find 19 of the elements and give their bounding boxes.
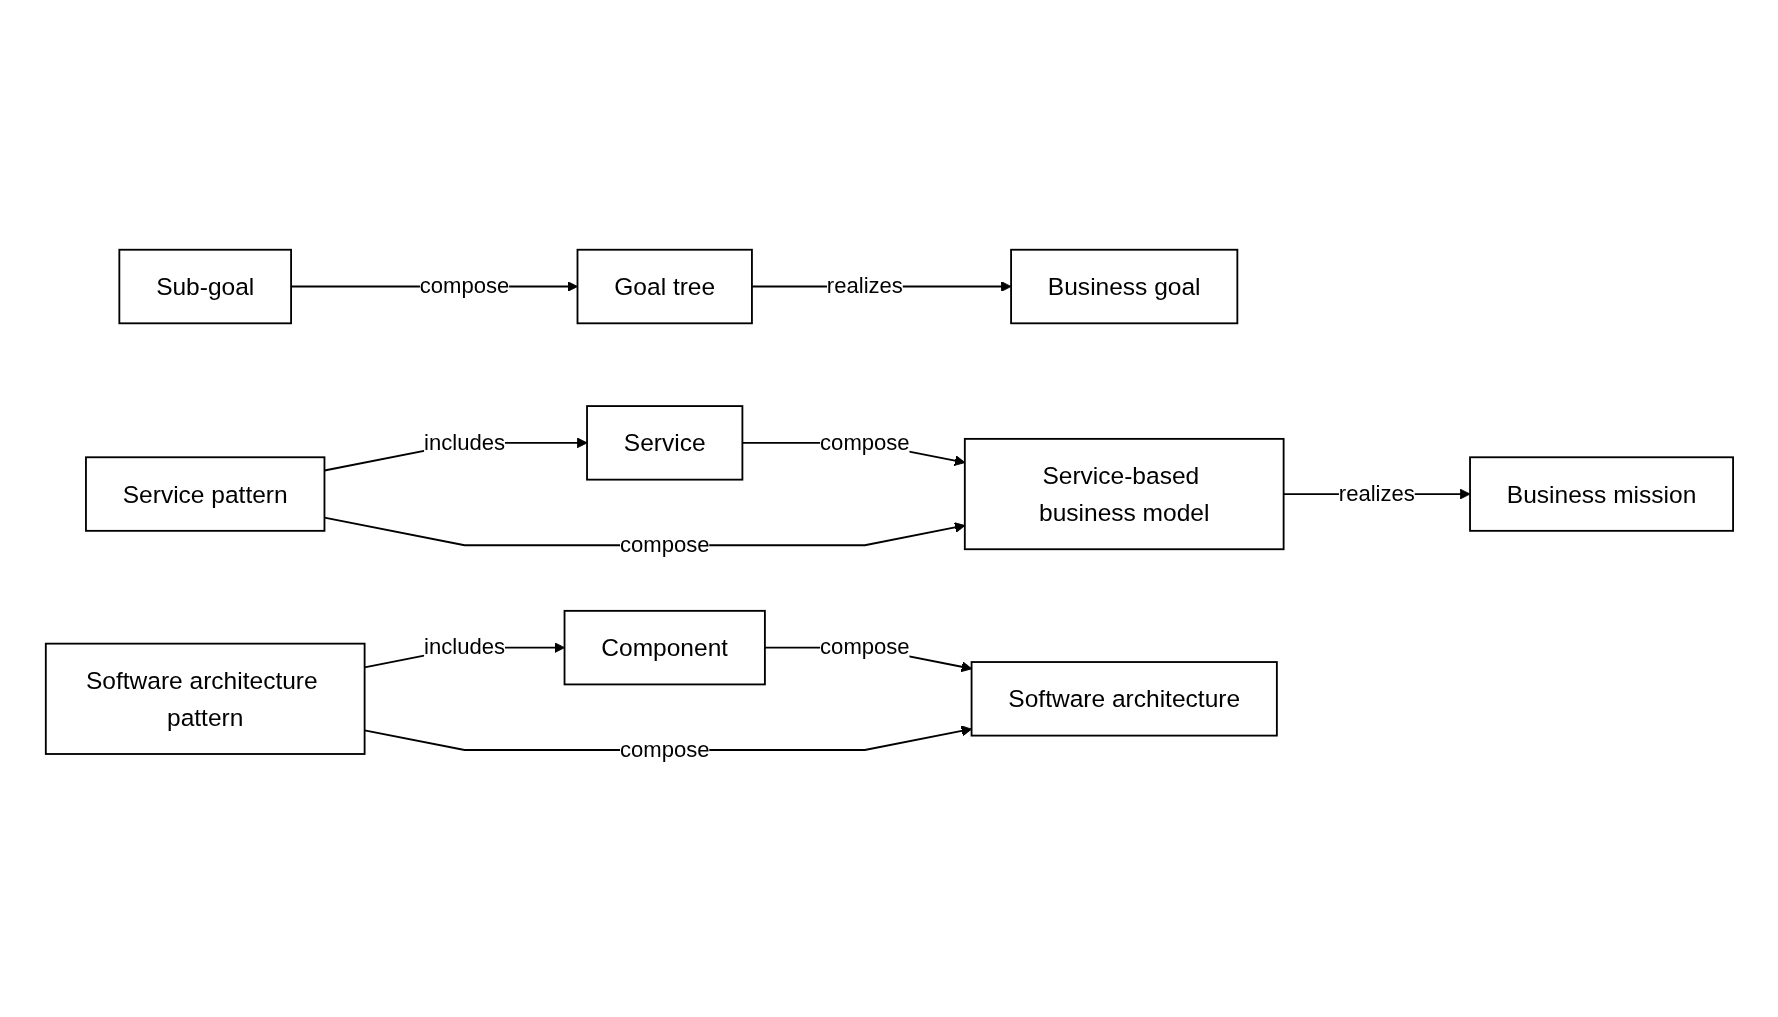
node-box: Component <box>563 610 766 686</box>
node-box: Service pattern <box>84 456 325 533</box>
edge-label: compose <box>819 635 910 660</box>
edge-label: includes <box>423 430 505 455</box>
node-box: Business mission <box>1468 456 1734 533</box>
edge-label: realizes <box>1338 481 1415 507</box>
node-box: Sub-goal <box>118 249 292 325</box>
edge-label: compose <box>819 430 910 455</box>
edge-label: compose <box>619 532 710 558</box>
node-box: Service-based business model <box>963 438 1285 551</box>
edge-label: realizes <box>826 274 903 299</box>
node-box: Software architecture pattern <box>44 643 366 756</box>
edge-label: includes <box>423 635 505 660</box>
node-box: Service <box>585 405 743 481</box>
edge-label: compose <box>619 737 710 763</box>
node-box: Software architecture <box>970 661 1278 737</box>
node-box: Business goal <box>1009 249 1238 325</box>
edge-label: compose <box>419 274 509 299</box>
node-box: Goal tree <box>576 249 753 325</box>
